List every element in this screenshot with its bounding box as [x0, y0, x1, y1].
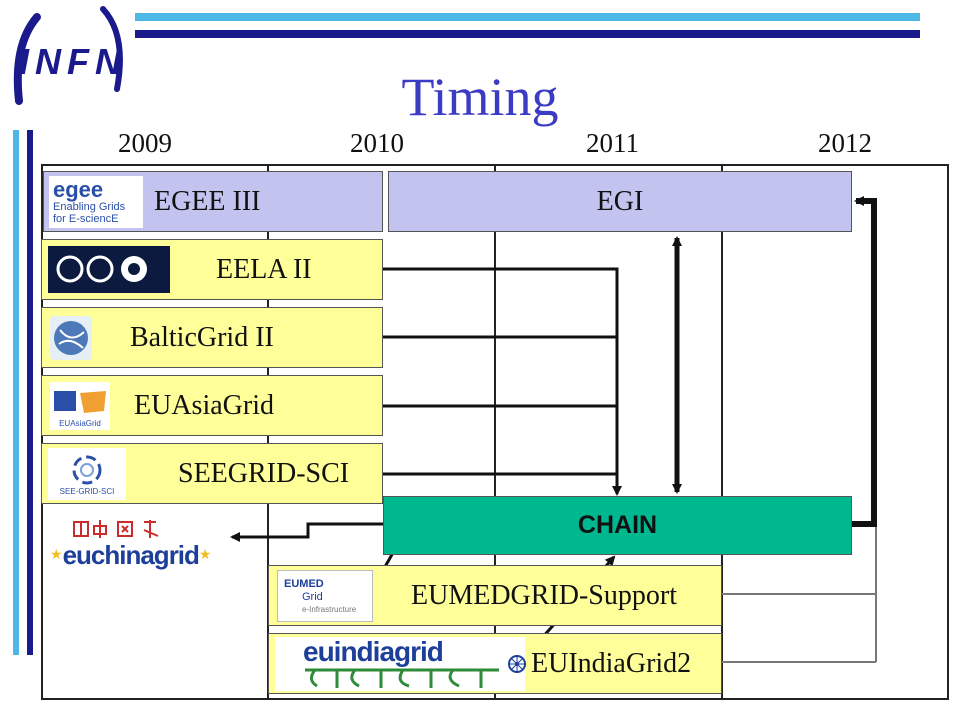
euasia-logo: EUAsiaGrid: [50, 382, 110, 430]
bar-egee-iii: egee Enabling Grids for E-sciencE EGEE I…: [43, 171, 383, 232]
year-divider-2012: [721, 165, 723, 700]
left-stripe-light: [13, 130, 19, 655]
euchinagrid-star-right-icon: ★: [198, 547, 212, 563]
euasia-map-icon: [54, 390, 106, 413]
year-2010: 2010: [350, 128, 404, 158]
egee-logo: egee Enabling Grids for E-sciencE: [49, 176, 143, 228]
left-stripe-dark: [27, 130, 33, 655]
eela-logo: [48, 246, 170, 293]
bar-egi: EGI: [388, 171, 852, 232]
bar-euindiagrid2-label: EUIndiaGrid2: [531, 647, 692, 679]
connector-chain-egi-loop: [852, 196, 877, 527]
infn-logo-text: INFN: [19, 41, 127, 82]
egee-logo-line2: Enabling Grids: [53, 201, 126, 213]
bar-eumedgrid-support: EUMED Grid e-Infrastructure EUMEDGRID-Su…: [268, 565, 722, 626]
euindia-logo: euindiagrid: [275, 637, 525, 691]
top-stripe-dark: [135, 30, 920, 38]
eumed-logo-line2: Grid: [302, 590, 323, 603]
euchinagrid-chinese-glyphs-icon: [73, 519, 159, 538]
seegrid-logo: SEE-GRID-SCI: [48, 448, 126, 500]
year-2012: 2012: [818, 128, 872, 158]
baltic-globe-icon: [54, 321, 88, 355]
infn-logo: INFN: [5, 5, 130, 125]
seegrid-logo-text: SEE-GRID-SCI: [59, 486, 115, 496]
top-stripe-light: [135, 13, 920, 21]
page-title: Timing: [401, 67, 559, 127]
bar-chain-label: CHAIN: [577, 511, 658, 539]
bar-balticgrid-ii-label: BalticGrid II: [130, 321, 274, 353]
baltic-logo: [50, 316, 92, 360]
euchinagrid-star-left-icon: ★: [50, 547, 63, 563]
bar-eumedgrid-support-label: EUMEDGRID-Support: [411, 579, 677, 611]
bar-euasiagrid-label: EUAsiaGrid: [134, 389, 274, 421]
euindia-logo-text: euindiagrid: [303, 637, 444, 667]
euasia-logo-text: EUAsiaGrid: [59, 418, 101, 428]
bar-euindiagrid2: euindiagrid EUIndiaGrid2: [268, 633, 722, 694]
bar-egee-iii-label: EGEE III: [154, 185, 261, 217]
egee-logo-title: egee: [53, 177, 104, 202]
bar-egi-label: EGI: [596, 185, 644, 217]
bar-seegrid-sci-label: SEEGRID-SCI: [178, 457, 350, 489]
bar-chain: CHAIN: [383, 496, 852, 555]
eumed-logo: EUMED Grid e-Infrastructure: [277, 570, 373, 622]
euchinagrid-logo: ★ euchinagrid ★: [50, 512, 215, 576]
euindia-devanagari-glyphs-icon: [305, 668, 499, 688]
eela-logo-icon: [56, 255, 147, 283]
bar-eela-ii: EELA II: [41, 239, 383, 300]
bar-eela-ii-label: EELA II: [216, 253, 312, 285]
eumed-logo-line3: e-Infrastructure: [302, 604, 357, 614]
bar-seegrid-sci: SEE-GRID-SCI SEEGRID-SCI: [41, 443, 383, 504]
egee-logo-line3: for E-sciencE: [53, 213, 119, 225]
eumed-logo-line1: EUMED: [284, 577, 324, 590]
year-2009: 2009: [118, 128, 172, 158]
bar-balticgrid-ii: BalticGrid II: [41, 307, 383, 368]
seegrid-swirl-icon: [72, 455, 102, 484]
year-2011: 2011: [586, 128, 639, 158]
connector-eela-chain: [383, 267, 622, 496]
bar-euasiagrid: EUAsiaGrid EUAsiaGrid: [41, 375, 383, 436]
connector-chain-euchina: [230, 522, 383, 542]
euindia-chakra-icon: [508, 655, 526, 673]
infn-swoosh-icon: [13, 6, 123, 105]
euchinagrid-logo-text: euchinagrid: [62, 539, 200, 570]
year-divider-2011: [494, 165, 496, 700]
